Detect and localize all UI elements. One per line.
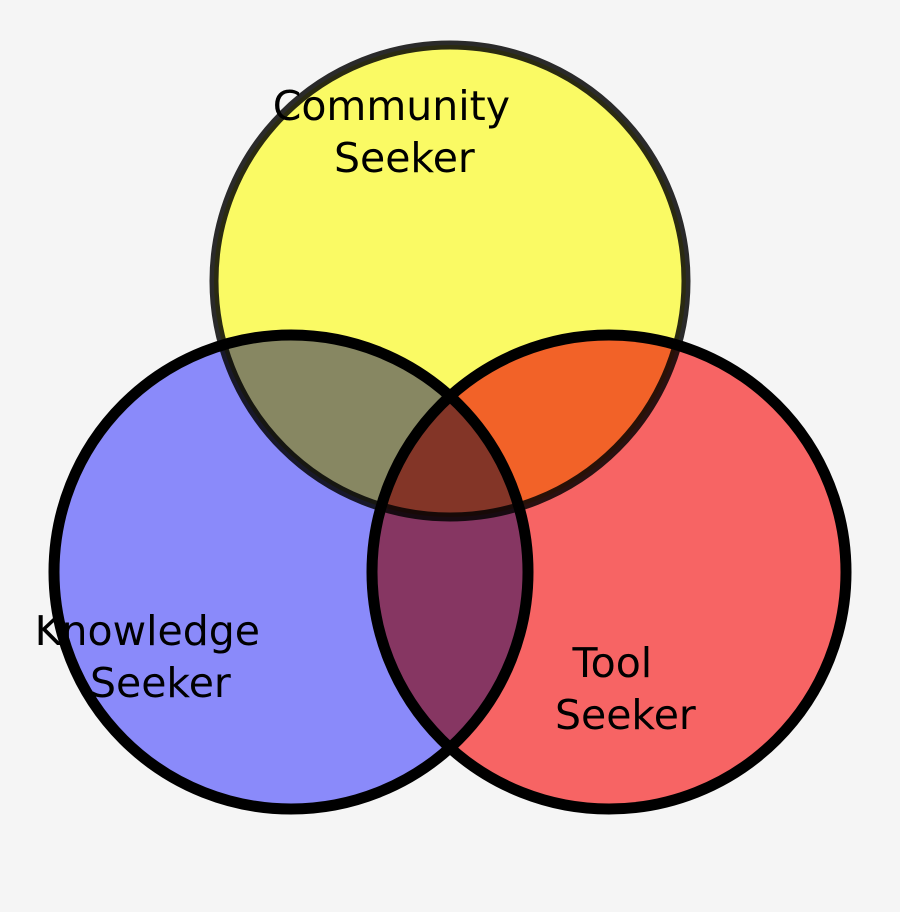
circle-outline-community[interactable] xyxy=(209,40,691,522)
circle-outline-tool[interactable] xyxy=(366,329,852,815)
circle-outline-knowledge[interactable] xyxy=(48,329,534,815)
venn-stroke-layer xyxy=(48,40,852,815)
